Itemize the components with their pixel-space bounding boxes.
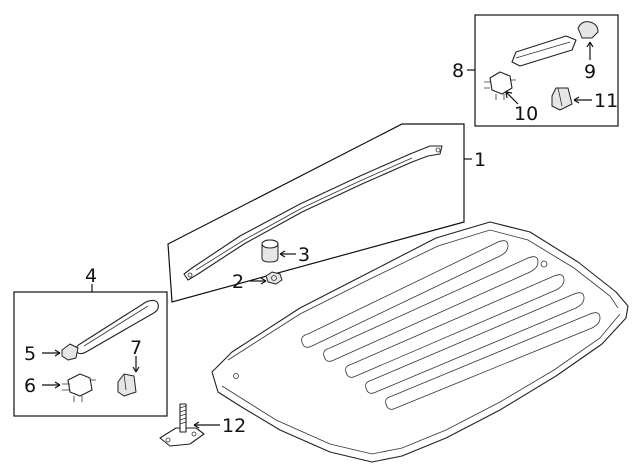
- callout-1: 1: [474, 149, 486, 171]
- callout-9: 9: [584, 61, 596, 83]
- bracket-10: [484, 71, 516, 100]
- callout-6: 6: [24, 375, 36, 397]
- cover-8: [511, 35, 577, 67]
- roof-panel: [211, 221, 629, 463]
- callout-11: 11: [594, 90, 618, 112]
- cap-7: [117, 373, 137, 397]
- stud-bracket-12: [159, 403, 205, 447]
- callout-3: 3: [298, 244, 310, 266]
- callout-5: 5: [24, 343, 36, 365]
- callout-10: 10: [514, 103, 538, 125]
- callout-8: 8: [452, 60, 464, 82]
- roof-rail: [183, 145, 443, 281]
- callout-7: 7: [130, 337, 142, 359]
- callout-2: 2: [232, 271, 244, 293]
- cap-11: [551, 87, 573, 111]
- bracket-6: [62, 373, 96, 402]
- callout-4: 4: [85, 265, 97, 287]
- clip-5: [61, 343, 79, 361]
- nut-2: [265, 271, 283, 285]
- clip-9: [577, 21, 599, 39]
- callout-12: 12: [222, 415, 246, 437]
- cap-3: [261, 239, 279, 263]
